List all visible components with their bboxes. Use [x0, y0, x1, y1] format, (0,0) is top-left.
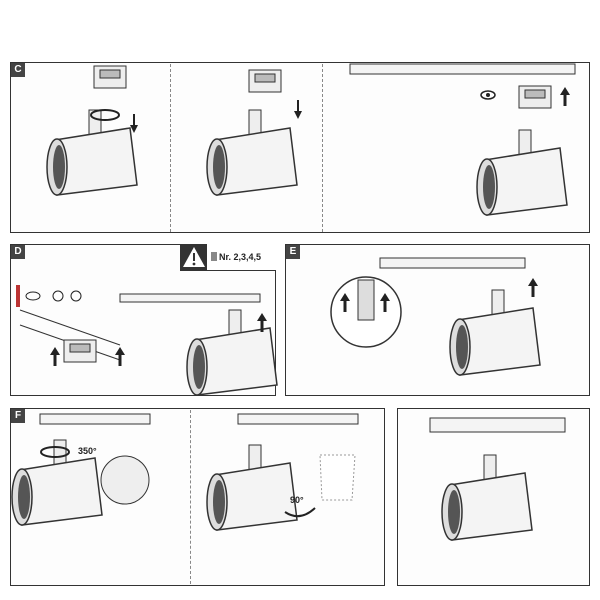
rail-illustration	[349, 63, 576, 216]
divider	[322, 64, 323, 232]
warning-mark-icon	[16, 285, 20, 307]
rail-illustration	[330, 257, 541, 376]
rail-illustration	[206, 413, 359, 531]
rail-illustration	[11, 413, 151, 526]
step-label-e: E	[286, 245, 300, 259]
rail-illustration	[429, 417, 566, 541]
lamp-illustration	[46, 65, 139, 196]
warning-icon	[181, 244, 217, 270]
step-label-d: D	[11, 245, 25, 259]
rotate-arrow-icon	[90, 109, 120, 121]
divider	[170, 64, 171, 232]
swivel-angle-label: 350°	[78, 446, 97, 456]
step-label-c: C	[11, 63, 25, 77]
warning-box: Nr. 2,3,4,5	[180, 244, 276, 271]
rotate-arrow-icon	[40, 446, 70, 458]
eye-icon	[480, 90, 496, 100]
tilt-angle-label: 90°	[290, 495, 304, 505]
lamp-illustration	[206, 69, 303, 196]
eye-icon	[25, 291, 41, 301]
ground-icon	[52, 290, 64, 302]
divider	[190, 410, 191, 584]
warning-text: Nr. 2,3,4,5	[219, 252, 262, 262]
tilt-arrow-icon	[284, 507, 316, 518]
rail-illustration	[16, 285, 278, 396]
step-label-f: F	[11, 409, 25, 423]
